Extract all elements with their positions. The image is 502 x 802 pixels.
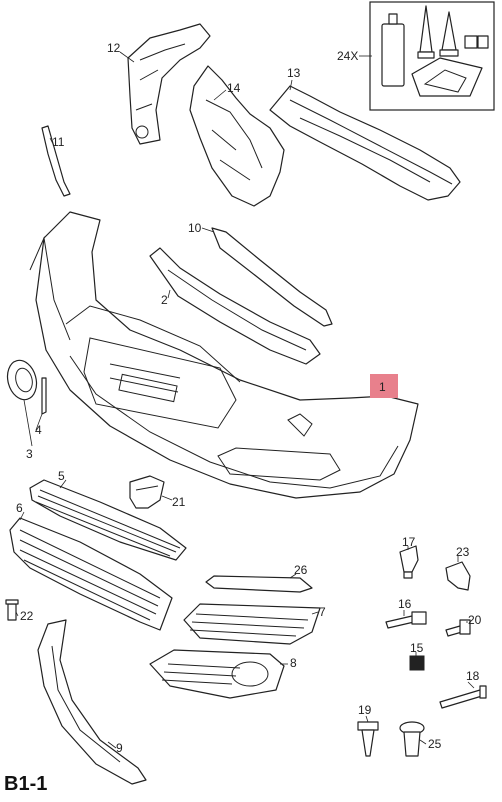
callout-18: 18 bbox=[466, 669, 480, 683]
part-17-clip bbox=[399, 545, 419, 579]
repair-kit: 24X bbox=[337, 1, 495, 111]
part-21-bracket bbox=[129, 475, 165, 509]
part-19-screw bbox=[357, 721, 379, 757]
callouts: 1 2 3 4 5 6 7 8 9 10 11 12 13 14 15 16 1… bbox=[16, 41, 482, 755]
callout-12: 12 bbox=[107, 41, 121, 55]
part-7-fog-grille bbox=[183, 603, 321, 645]
small-cap-2 bbox=[477, 35, 489, 49]
nozzle-1-base bbox=[417, 51, 435, 59]
part-25-push-clip bbox=[399, 721, 425, 757]
cartridge-cap bbox=[388, 13, 398, 25]
callout-19: 19 bbox=[358, 703, 372, 717]
adhesive-cartridge bbox=[381, 23, 405, 87]
part-3-tow-cover bbox=[6, 359, 38, 401]
applicator-pad-inner bbox=[423, 69, 467, 93]
part-18-rivet bbox=[439, 685, 487, 709]
callout-3: 3 bbox=[26, 447, 33, 461]
callout-17: 17 bbox=[402, 535, 416, 549]
nozzle-2-base bbox=[439, 49, 459, 57]
callout-5: 5 bbox=[58, 469, 65, 483]
callout-2: 2 bbox=[161, 293, 168, 307]
part-2-inner-bracket bbox=[149, 247, 321, 365]
part-14-side-bracket bbox=[189, 65, 285, 207]
part-10-upper-trim bbox=[211, 227, 333, 327]
part-4-tow-hook bbox=[41, 377, 47, 415]
part-5-upper-grille bbox=[29, 479, 187, 561]
callout-11: 11 bbox=[52, 135, 65, 149]
callout-26: 26 bbox=[294, 563, 308, 577]
part-9-lower-spoiler bbox=[37, 619, 147, 785]
callout-6: 6 bbox=[16, 501, 23, 515]
part-6-lower-grille bbox=[9, 517, 173, 631]
callout-8: 8 bbox=[290, 656, 297, 670]
callout-10: 10 bbox=[188, 221, 202, 235]
callout-22: 22 bbox=[20, 609, 34, 623]
part-12-bracket bbox=[127, 23, 211, 145]
applicator-pad bbox=[411, 57, 483, 97]
callout-21: 21 bbox=[172, 495, 186, 509]
part-26-trim-strip bbox=[205, 575, 313, 593]
small-cap-1 bbox=[464, 35, 478, 49]
leader-lines bbox=[15, 51, 475, 749]
part-1-bumper-cover bbox=[29, 211, 419, 499]
callout-9: 9 bbox=[116, 741, 123, 755]
part-22-clip bbox=[5, 599, 19, 621]
part-16-screw bbox=[385, 611, 427, 629]
callout-23: 23 bbox=[456, 545, 470, 559]
callout-14: 14 bbox=[227, 81, 241, 95]
callout-1: 1 bbox=[379, 380, 386, 394]
callout-15: 15 bbox=[410, 641, 424, 655]
part-8-fog-bezel bbox=[149, 649, 285, 699]
reference-code: B1-1 bbox=[4, 773, 47, 795]
part-13-impact-bar bbox=[269, 85, 461, 201]
kit-quantity-label: 24X bbox=[337, 49, 358, 63]
callout-13: 13 bbox=[287, 66, 301, 80]
part-23-clip bbox=[445, 561, 471, 591]
part-20-screw bbox=[445, 619, 471, 637]
part-11-trim-strip bbox=[41, 125, 71, 197]
callout-20: 20 bbox=[468, 613, 482, 627]
highlight-swatch bbox=[370, 374, 398, 398]
callout-7: 7 bbox=[319, 605, 326, 619]
callout-16: 16 bbox=[398, 597, 412, 611]
part-15-nut bbox=[409, 655, 425, 671]
callout-4: 4 bbox=[35, 423, 42, 437]
callout-25: 25 bbox=[428, 737, 442, 751]
